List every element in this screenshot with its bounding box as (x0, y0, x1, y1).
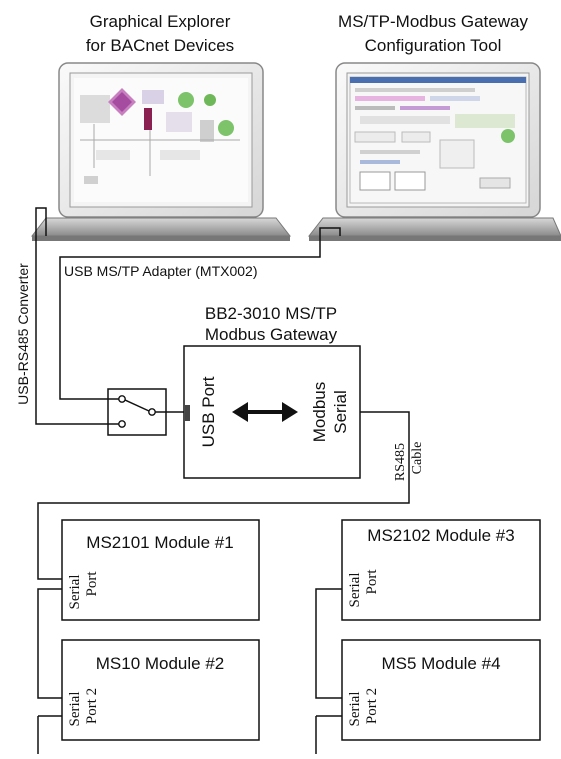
laptop-1 (30, 62, 292, 241)
rs485-label: RS485 (393, 443, 408, 481)
module-3-name: MS2102 Module #3 (367, 526, 514, 545)
usb-mstp-adapter-label: USB MS/TP Adapter (MTX002) (64, 263, 257, 279)
module-4-name: MS5 Module #4 (381, 654, 500, 673)
module-4: MS5 Module #4 Serial Port 2 (341, 639, 541, 741)
gateway-title-line2: Modbus Gateway (205, 325, 338, 344)
laptop-2-title-line1: MS/TP-Modbus Gateway (338, 12, 528, 31)
module-2-name: MS10 Module #2 (96, 654, 225, 673)
graphical-explorer-screenshot (74, 78, 248, 202)
laptop-2-title-line2: Configuration Tool (365, 36, 502, 55)
module-1: MS2101 Module #1 Serial Port (61, 519, 260, 621)
module-1-name: MS2101 Module #1 (86, 533, 233, 552)
laptop-1-keyboard (30, 217, 292, 237)
laptop-2-keyboard (307, 217, 561, 237)
laptop-2 (307, 62, 561, 241)
gateway-modbus-label: Modbus (310, 382, 329, 442)
gateway-configuration-screenshot (349, 76, 527, 204)
gateway-usb-port-label: USB Port (199, 376, 218, 447)
usb-rs485-converter-label: USB-RS485 Converter (15, 263, 31, 405)
laptop-1-title-line2: for BACnet Devices (86, 36, 234, 55)
laptop-1-title-line1: Graphical Explorer (90, 12, 231, 31)
module-3-port-line1: Serial (347, 573, 363, 608)
usb-mstp-cable (59, 227, 341, 400)
gateway-title-line1: BB2-3010 MS/TP (205, 304, 337, 323)
usb-rs485-cable (35, 207, 108, 425)
module-3-port-line2: Port (364, 569, 380, 595)
module-3: MS2102 Module #3 Serial Port (341, 519, 541, 621)
module-4-port-line1: Serial (347, 692, 363, 727)
module-4-port-line2: Port 2 (364, 688, 380, 724)
module-1-port-line1: Serial (67, 575, 83, 610)
module-2-port-line2: Port 2 (84, 688, 100, 724)
module-2-port-line1: Serial (67, 692, 83, 727)
module-1-port-line2: Port (84, 571, 100, 597)
usb-port-connector (185, 405, 190, 421)
bidirectional-arrow-icon (232, 402, 298, 422)
module-2: MS10 Module #2 Serial Port 2 (61, 639, 260, 741)
rs485-cable (37, 411, 410, 580)
cable-label: Cable (410, 442, 425, 475)
selector-switch (107, 388, 167, 436)
serial-bus-links (37, 588, 342, 754)
gateway-serial-label: Serial (331, 390, 350, 433)
